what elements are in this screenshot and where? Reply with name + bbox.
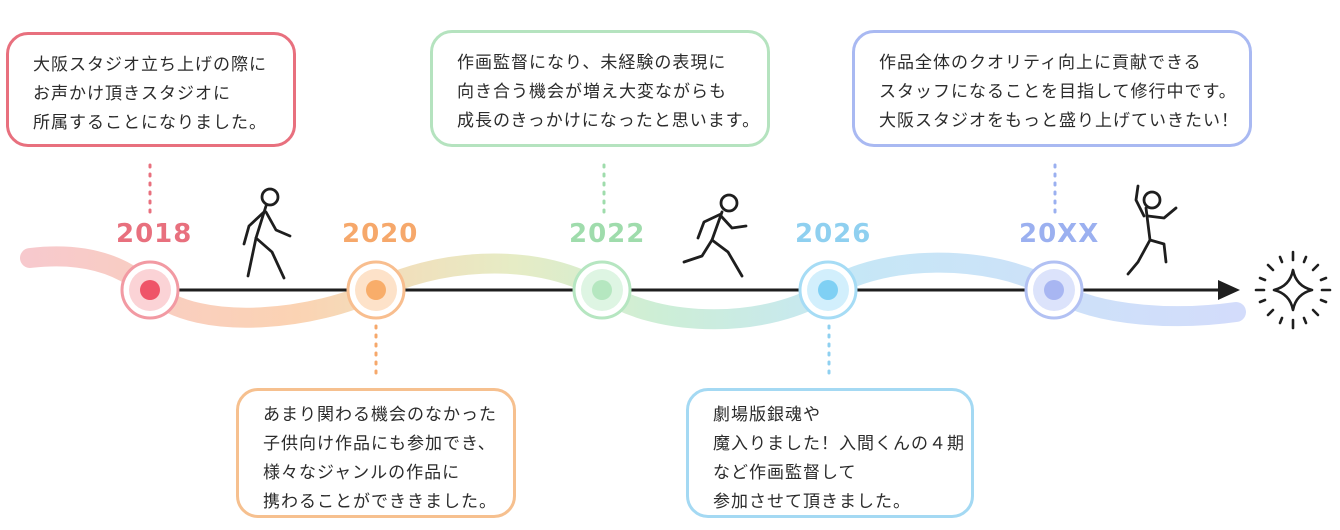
card-text-line: など作画監督して (713, 463, 857, 483)
card-text-line: 携わることができきました。 (263, 492, 497, 512)
card-text-line: 大阪スタジオをもっと盛り上げていきたい！ (879, 111, 1239, 131)
card-text-line: 所属することになりました。 (33, 113, 267, 133)
milestone-node-2018 (120, 260, 180, 320)
timeline-arrowhead (1218, 280, 1240, 300)
milestone-card-2026: 劇場版銀魂や 魔入りました！入間くんの４期 など作画監督して 参加させて頂きまし… (686, 388, 974, 518)
card-text-line: 大阪スタジオ立ち上げの際に (33, 55, 267, 75)
jumping-person-icon (1126, 184, 1178, 276)
card-text-line: 様々なジャンルの作品に (263, 463, 461, 483)
card-text-line: 劇場版銀魂や (713, 405, 821, 425)
card-text-line: 成長のきっかけになったと思います。 (457, 111, 761, 131)
card-text-line: お声かけ頂きスタジオに (33, 84, 231, 104)
year-label-2018: 2018 (116, 219, 193, 249)
year-label-20xx: 20XX (1019, 219, 1100, 249)
card-text-line: 作画監督になり、未経験の表現に (457, 53, 727, 73)
card-text-line: 作品全体のクオリティ向上に貢献できる (879, 53, 1202, 73)
card-text-line: 向き合う機会が増え大変ながらも (457, 82, 727, 102)
milestone-card-2022: 作画監督になり、未経験の表現に 向き合う機会が増え大変ながらも 成長のきっかけに… (430, 30, 770, 147)
sparkle-icon (1254, 250, 1332, 330)
milestone-node-2026 (798, 260, 858, 320)
year-label-2020: 2020 (342, 219, 419, 249)
milestone-card-2018: 大阪スタジオ立ち上げの際に お声かけ頂きスタジオに 所属することになりました。 (6, 32, 296, 147)
milestone-card-2020: あまり関わる機会のなかった 子供向け作品にも参加でき、 様々なジャンルの作品に … (236, 388, 516, 518)
card-text-line: 参加させて頂きました。 (713, 492, 911, 512)
year-label-2026: 2026 (795, 219, 872, 249)
milestone-node-20xx (1024, 260, 1084, 320)
milestone-card-20xx: 作品全体のクオリティ向上に貢献できる スタッフになることを目指して修行中です。 … (852, 30, 1252, 147)
card-text-line: スタッフになることを目指して修行中です。 (879, 82, 1237, 102)
walking-person-icon (242, 187, 292, 280)
card-text-line: あまり関わる機会のなかった (263, 405, 497, 425)
running-person-icon (682, 193, 748, 278)
card-text-line: 魔入りました！入間くんの４期 (713, 434, 965, 454)
year-label-2022: 2022 (569, 219, 646, 249)
milestone-node-2022 (572, 260, 632, 320)
card-text-line: 子供向け作品にも参加でき、 (263, 434, 496, 454)
milestone-node-2020 (346, 260, 406, 320)
